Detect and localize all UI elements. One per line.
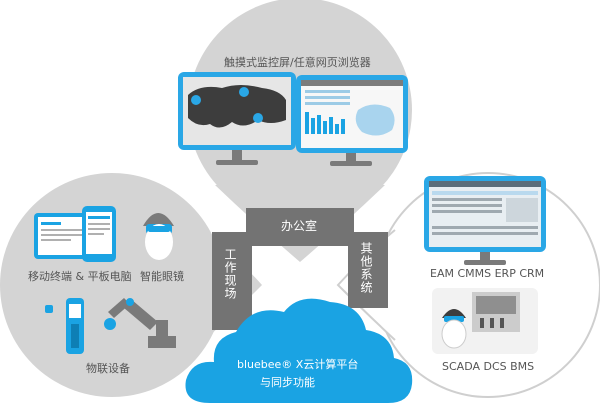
cloud-subtitle: 与同步功能 [260, 376, 315, 389]
cloud-shape [185, 298, 413, 403]
office-tab [246, 208, 354, 246]
office-tab-label: 办公室 [281, 219, 318, 233]
iot-label: 物联设备 [86, 362, 130, 375]
handheld-device-icon [45, 298, 84, 354]
map-pin-icon [253, 113, 263, 123]
map-pin-icon [191, 95, 201, 105]
top-section-title: 触摸式监控屏/任意网页浏览器 [224, 56, 371, 69]
cloud-title: bluebee® X云计算平台 [237, 358, 359, 371]
map-monitor [178, 72, 296, 165]
glasses-label: 智能眼镜 [140, 270, 184, 283]
phone-icon [82, 206, 116, 262]
right-tab [348, 232, 388, 308]
dashboard-monitor [296, 75, 408, 166]
mobile-label: 移动终端 & 平板电脑 [28, 270, 132, 283]
smart-glasses-icon [143, 213, 174, 260]
left-tab-label: 工作现场 [223, 248, 237, 300]
robot-arm-icon [104, 298, 176, 348]
scada-label: SCADA DCS BMS [442, 360, 535, 373]
systems-label: EAM CMMS ERP CRM [430, 267, 545, 280]
map-pin-icon [239, 87, 249, 97]
tablet-icon [34, 213, 94, 259]
right-tab-label: 其他系统 [359, 242, 373, 294]
scada-panel-icon [432, 288, 538, 354]
systems-monitor [424, 176, 546, 265]
left-tab [212, 232, 252, 330]
